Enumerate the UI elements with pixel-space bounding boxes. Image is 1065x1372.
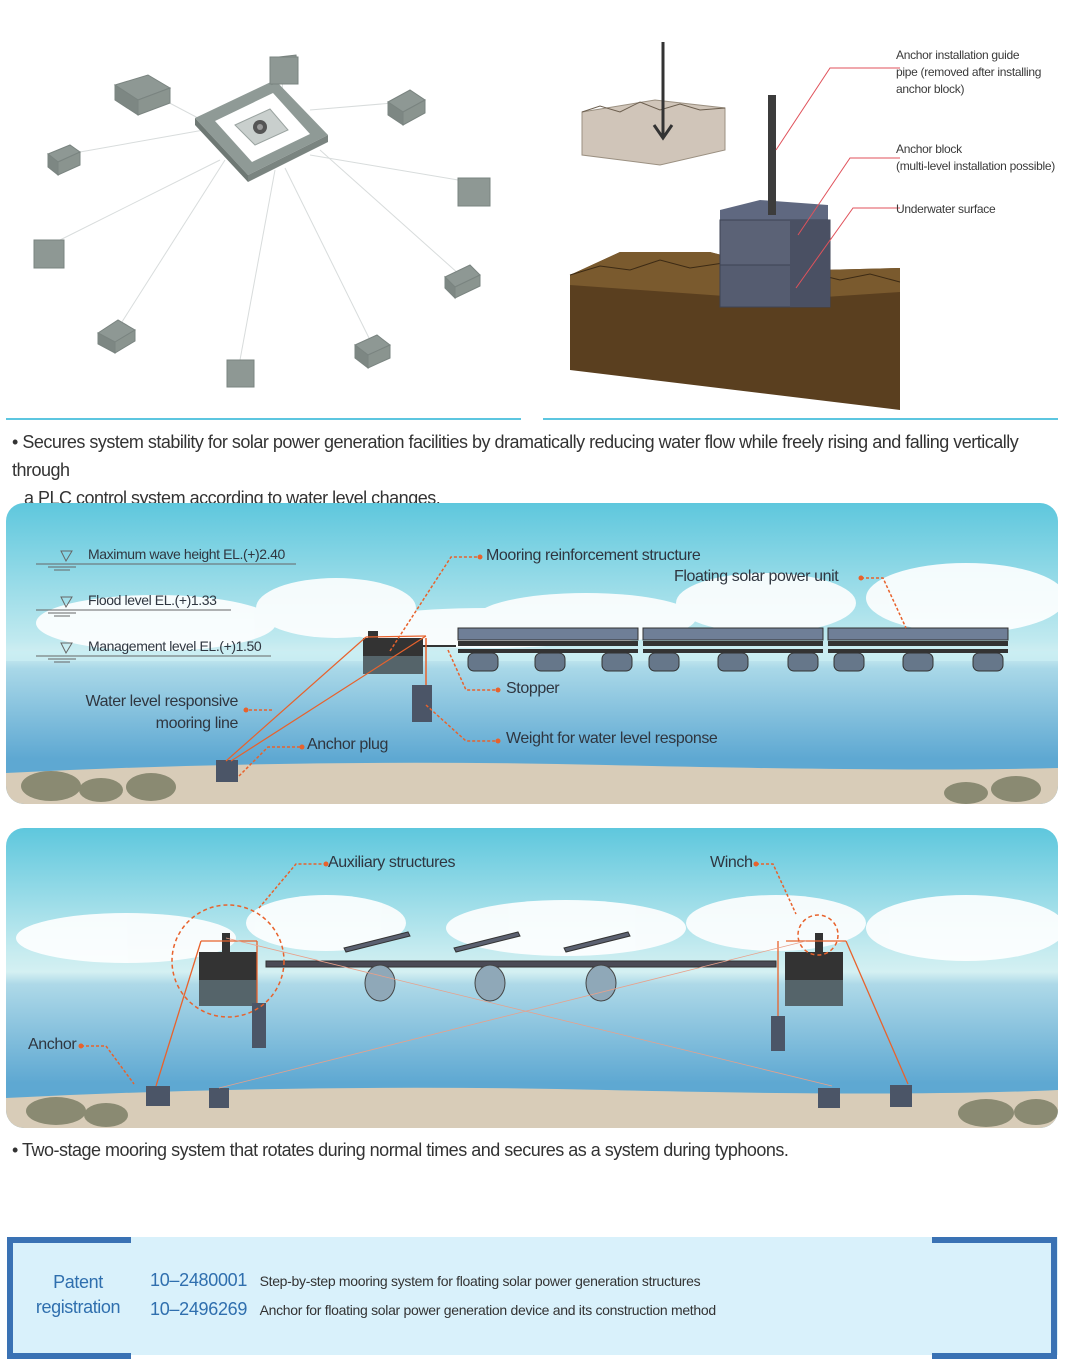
section-divider-left [6, 418, 521, 420]
cross-ropes [218, 937, 833, 1089]
level-label-management: Management level EL.(+)1.50 [88, 638, 262, 654]
anchors [146, 1085, 912, 1108]
mooring-reinforcement-structure [363, 631, 456, 674]
anchor-block [269, 54, 299, 86]
patent-box-brackets [7, 1237, 1057, 1359]
panel2-scene [6, 828, 1058, 1128]
label-line: Anchor installation guide [896, 48, 1020, 62]
bullet-text: Secures system stability for solar power… [12, 432, 1019, 480]
floating-solar-unit [827, 627, 1009, 672]
water-level-mooring-diagram: Maximum wave height EL.(+)2.40 Flood lev… [6, 503, 1058, 804]
level-label-max-wave: Maximum wave height EL.(+)2.40 [88, 546, 285, 562]
callout-anchor-plug: Anchor plug [307, 736, 388, 753]
callout-lines [81, 863, 797, 1085]
seabed [6, 762, 1058, 804]
weight-block [412, 685, 432, 722]
leader-lines [775, 67, 900, 289]
callout-anchor: Anchor [28, 1036, 77, 1053]
down-arrow-icon [652, 42, 674, 141]
anchor-block [47, 144, 82, 177]
clouds [16, 895, 1058, 963]
central-platform [195, 80, 328, 182]
mooring-lines [59, 69, 471, 361]
floating-solar-unit [642, 627, 824, 672]
anchor-plug-block [216, 760, 238, 782]
anchor-block [387, 89, 426, 126]
description-bullet-1: • Secures system stability for solar pow… [12, 428, 1062, 512]
patent-entry: 10–2496269 Anchor for floating solar pow… [150, 1299, 716, 1320]
left-bracket [7, 1237, 131, 1359]
patent-description: Step-by-step mooring system for floating… [259, 1273, 701, 1289]
soil-sample-block [581, 99, 726, 166]
anchor-block [226, 359, 255, 388]
callout-auxiliary-structures: Auxiliary structures [328, 854, 456, 871]
mooring-lines [225, 635, 427, 762]
callout-winch: Winch [710, 854, 753, 871]
callout-mooring-reinforcement: Mooring reinforcement structure [486, 547, 701, 564]
auxiliary-structure-left [199, 933, 266, 1048]
bullet-text: Two-stage mooring system that rotates du… [22, 1140, 789, 1160]
floats [364, 964, 617, 1002]
highlight-circles [171, 904, 839, 1018]
label-underwater-surface: Underwater surface [896, 202, 996, 216]
seabed [6, 1087, 1058, 1128]
auxiliary-structure-right [771, 933, 843, 1051]
patent-number: 10–2480001 [150, 1270, 248, 1290]
callout-dots [243, 554, 864, 750]
callout-weight: Weight for water level response [506, 730, 718, 747]
callout-stopper: Stopper [506, 680, 560, 697]
label-line: (multi-level installation possible) [896, 159, 1055, 173]
anchor-block-stack [719, 200, 831, 308]
label-anchor-block: Anchor block (multi-level installation p… [896, 141, 1065, 175]
patent-entry: 10–2480001 Step-by-step mooring system f… [150, 1270, 701, 1291]
label-line: mooring line [155, 715, 239, 732]
anchor-block [33, 239, 65, 269]
label-guide-pipe: Anchor installation guide pipe (removed … [896, 47, 1065, 98]
label-line: registration [35, 1297, 121, 1317]
level-label-flood: Flood level EL.(+)1.33 [88, 592, 217, 608]
floating-deck [265, 931, 777, 1002]
anchor-block [444, 264, 481, 300]
bullet-icon: • [12, 1140, 18, 1160]
anchor-block [457, 177, 491, 207]
anchor-block [97, 319, 136, 354]
guide-pipe [768, 95, 776, 215]
floating-solar-unit [457, 627, 639, 672]
bullet-icon: • [12, 432, 18, 452]
description-bullet-2: • Two-stage mooring system that rotates … [12, 1136, 1062, 1164]
mooring-ropes [155, 940, 909, 1087]
patent-number: 10–2496269 [150, 1299, 248, 1319]
floating-solar-units [457, 627, 1009, 672]
patent-registration-box [8, 1237, 1058, 1355]
label-line: anchor block) [896, 82, 965, 96]
anchor-block [354, 334, 391, 370]
rocks [26, 1097, 1058, 1127]
callout-floating-unit: Floating solar power unit [674, 568, 839, 585]
patent-registration-label: Patent registration [18, 1270, 138, 1320]
section-divider-right [543, 418, 1058, 420]
right-bracket [932, 1237, 1057, 1359]
anchor-block [113, 74, 172, 116]
callout-mooring-line: Water level responsive mooring line [68, 691, 239, 735]
callout-dots [78, 861, 759, 1049]
label-line: Anchor block [896, 142, 962, 156]
two-stage-mooring-diagram: Auxiliary structures Winch Anchor [6, 828, 1058, 1128]
panel1-scene [6, 503, 1058, 804]
label-line: Water level responsive [85, 693, 239, 710]
anchor-blocks [33, 54, 491, 388]
label-line: Patent [53, 1272, 103, 1292]
callout-lines [238, 556, 907, 777]
label-line: pipe (removed after installing [896, 65, 1042, 79]
patent-description: Anchor for floating solar power generati… [259, 1302, 717, 1318]
elevation-markers [36, 550, 296, 663]
radial-anchor-layout-illustration [33, 54, 491, 388]
rocks [21, 771, 1041, 804]
anchor-installation-illustration [569, 42, 900, 410]
